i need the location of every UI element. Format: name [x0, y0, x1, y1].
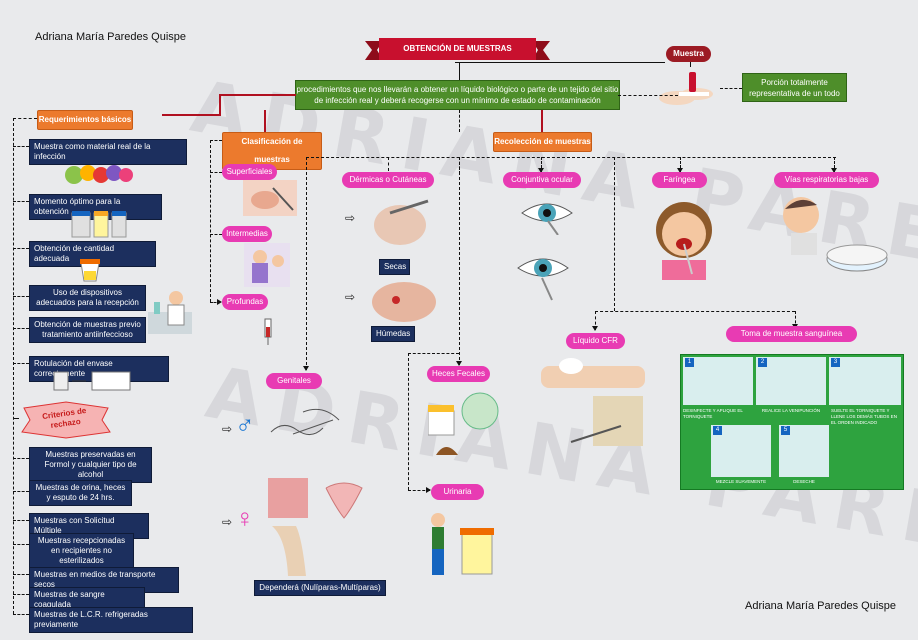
microbes-icon — [65, 165, 133, 184]
title-ribbon — [365, 38, 550, 60]
blood-step-2-number: 2 — [758, 358, 767, 367]
blood-step-4-text: MEZCLE SUAVEMENTE — [715, 479, 767, 484]
hands-sample-icon — [659, 72, 713, 105]
blood-step-4-number: 4 — [713, 426, 722, 435]
eye-image-1 — [521, 203, 573, 235]
respiratorias-label: Vías respiratorias bajas — [774, 172, 879, 188]
lumbar-puncture-image — [541, 358, 645, 446]
male-symbol-icon: ♂ — [235, 410, 255, 440]
requerimientos-header: Requerimientos básicos — [37, 110, 133, 130]
author-bottom: Adriana María Paredes Quispe — [745, 600, 897, 612]
female-sample-image — [268, 478, 363, 576]
throat-swab-image — [656, 202, 712, 280]
criterios-badge — [21, 401, 111, 439]
blood-step-5-text: DESECHE — [793, 479, 815, 484]
sanguinea-label: Toma de muestra sanguínea — [726, 326, 857, 342]
clasif-profundas: Profundas — [222, 294, 268, 310]
criterio-item-2: Muestras de orina, heces y esputo de 24 … — [29, 480, 132, 506]
wet-skin-sample-image — [372, 282, 436, 322]
blood-step-1-image — [683, 357, 753, 405]
heces-label: Heces Fecales — [427, 366, 490, 382]
criterio-item-4: Muestras recepcionadas en recipientes no… — [29, 533, 134, 569]
cfr-label: Líquido CFR — [566, 333, 625, 349]
dry-skin-sample-image — [374, 199, 429, 245]
genitales-note: Dependerá (Nulíparas-Multíparas) — [254, 580, 386, 596]
urine-sample-image — [431, 513, 494, 575]
definition-box: procedimientos que nos llevarán a obtene… — [295, 80, 620, 110]
syringe-icon — [264, 318, 272, 345]
intermediate-sample-image — [244, 243, 290, 287]
criterio-item-1: Muestras preservadas en Formol y cualqui… — [29, 447, 152, 483]
humedas-label: Húmedas — [371, 326, 415, 342]
eye-image-2 — [517, 258, 569, 301]
female-symbol-icon: ♀ — [235, 503, 255, 533]
arrow-secas: ⇨ — [345, 211, 356, 225]
blood-step-3-number: 3 — [831, 358, 840, 367]
cup-icon — [80, 259, 100, 282]
blood-step-2-image — [756, 357, 826, 405]
lab-worker-icon — [148, 291, 192, 334]
page-title: OBTENCIÓN DE MUESTRAS — [403, 44, 512, 53]
arrow-female: ⇨ — [222, 515, 233, 529]
dermicas-label: Dérmicas o Cutáneas — [342, 172, 434, 188]
urinaria-label: Urinaria — [431, 484, 484, 500]
muestra-definition-box: Porción totalmente representativa de un … — [742, 73, 847, 102]
recoleccion-header: Recolección de muestras — [493, 132, 592, 152]
genitales-label: Genitales — [266, 373, 322, 389]
blood-step-5-number: 5 — [781, 426, 790, 435]
clasif-intermedias: Intermedias — [222, 226, 272, 242]
arrow-humedas: ⇨ — [345, 290, 356, 304]
req-item-2: Momento óptimo para la obtención — [29, 194, 162, 220]
arrow-male: ⇨ — [222, 422, 233, 436]
clasificacion-header: Clasificación de muestras — [222, 132, 322, 170]
superficial-sample-image — [243, 180, 297, 216]
blood-step-2-text: REALICE LA VENIPUNCIÓN — [761, 408, 821, 413]
muestra-definition-text: Porción totalmente representativa de un … — [749, 77, 840, 98]
conjuntiva-label: Conjuntiva ocular — [503, 172, 581, 188]
blood-step-3-image — [829, 357, 901, 405]
muestra-label: Muestra — [666, 46, 711, 62]
criterio-item-7: Muestras de L.C.R. refrigeradas previame… — [29, 607, 193, 633]
blood-step-3-text: SUELTE EL TORNIQUETE Y LLENE LOS DEMÁS T… — [831, 408, 897, 425]
definition-text: procedimientos que nos llevarán a obtene… — [296, 85, 619, 105]
blood-step-1-text: DESINFECTE Y APLIQUE EL TORNIQUETE — [683, 408, 743, 419]
male-sample-image — [270, 408, 340, 435]
author-top: Adriana María Paredes Quispe — [35, 31, 187, 43]
secas-label: Secas — [379, 259, 410, 275]
labels-icon — [53, 371, 131, 391]
containers-icon — [71, 211, 127, 238]
stool-sample-image — [428, 392, 499, 455]
req-item-1: Muestra como material real de la infecci… — [29, 139, 187, 165]
req-item-4: Uso de dispositivos adecuados para la re… — [29, 285, 146, 311]
blood-sample-panel: 1 2 3 DESINFECTE Y APLIQUE EL TORNIQUETE… — [680, 354, 904, 490]
req-item-5: Obtención de muestras previo tratamiento… — [29, 317, 146, 343]
sputum-sample-image — [783, 197, 888, 272]
clasif-superficiales: Superficiales — [222, 164, 277, 180]
blood-step-1-number: 1 — [685, 358, 694, 367]
faringea-label: Faríngea — [652, 172, 707, 188]
